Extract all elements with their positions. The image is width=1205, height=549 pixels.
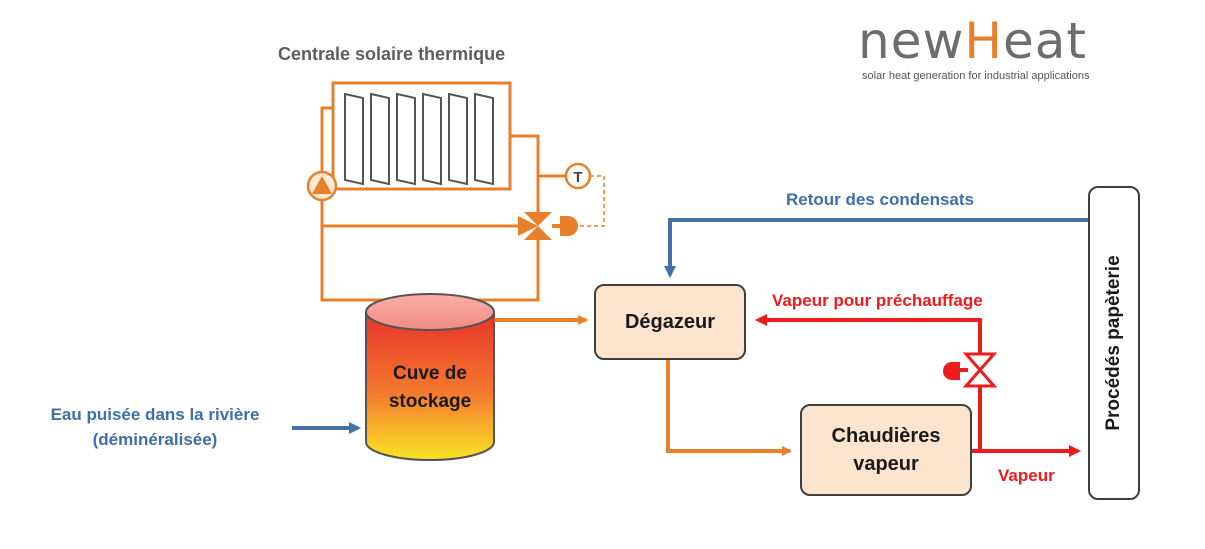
steam-valve-icon xyxy=(943,352,998,388)
storage-tank-label-line2: stockage xyxy=(388,391,472,412)
condensate-return-label: Retour des condensats xyxy=(786,190,974,209)
logo-word-eat: eat xyxy=(1002,12,1087,70)
boiler-box: Chaudières vapeur xyxy=(800,404,972,496)
solar-plant-title: Centrale solaire thermique xyxy=(278,44,506,64)
storage-tank-label: Cuve de stockage xyxy=(366,360,494,416)
process-label: Procédés papèterie xyxy=(1103,255,1124,431)
boiler-label-line2: vapeur xyxy=(853,453,919,475)
three-way-valve-icon xyxy=(518,212,578,240)
logo-letter-h: H xyxy=(964,12,1003,70)
solar-loop-piping xyxy=(320,81,565,302)
deaerator-to-boiler-pipe xyxy=(666,360,792,456)
steam-label: Vapeur xyxy=(998,466,1055,485)
solar-collectors xyxy=(344,92,494,186)
condensate-return-line xyxy=(664,218,1090,278)
pump-icon xyxy=(306,170,338,202)
storage-tank-label-line1: Cuve de xyxy=(393,363,467,384)
control-line xyxy=(574,175,605,227)
newheat-logo: newHeat xyxy=(858,12,1087,70)
preheat-steam-line xyxy=(755,314,982,451)
storage-tank-icon xyxy=(365,293,495,461)
process-box xyxy=(1088,186,1140,500)
deaerator-box: Dégazeur xyxy=(594,284,746,360)
logo-word-new: new xyxy=(858,12,965,70)
temperature-sensor-icon: T xyxy=(564,162,592,190)
logo-tagline: solar heat generation for industrial app… xyxy=(862,70,1090,82)
temperature-sensor-label: T xyxy=(573,169,582,186)
deaerator-label: Dégazeur xyxy=(624,311,716,333)
preheat-steam-label: Vapeur pour préchauffage xyxy=(772,291,983,310)
water-source-label-line2: (déminéralisée) xyxy=(92,430,218,449)
water-source-label-line1: Eau puisée dans la rivière xyxy=(50,405,260,424)
water-source-label: Eau puisée dans la rivière (déminéralisé… xyxy=(30,402,280,452)
boiler-label-line1: Chaudières xyxy=(831,425,941,447)
